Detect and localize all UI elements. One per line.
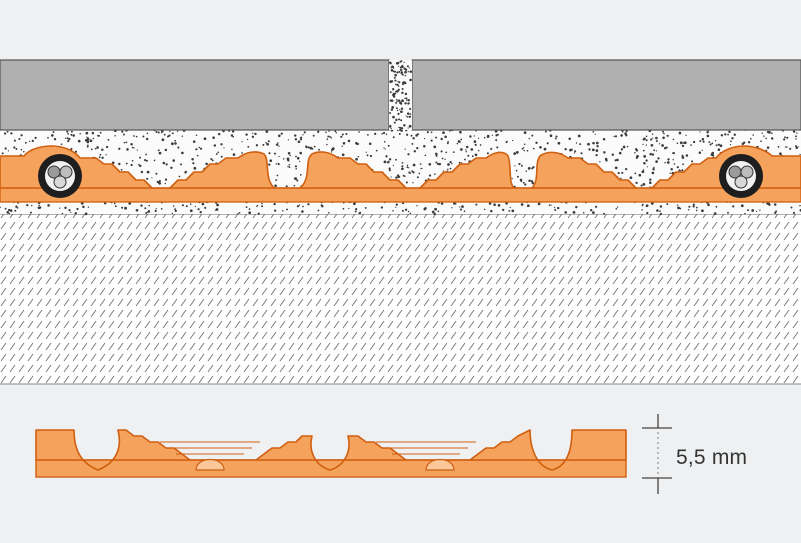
mat-profile	[0, 145, 801, 189]
tile-left	[0, 59, 390, 131]
detail-mat-profile	[35, 429, 627, 471]
tile-right	[411, 59, 801, 131]
thickness-dimension	[642, 414, 672, 494]
detail-section	[0, 388, 801, 538]
mat-base-band	[0, 187, 801, 203]
tile-layer	[0, 59, 801, 131]
detail-inner-steps	[160, 441, 476, 455]
top-background	[0, 0, 801, 60]
heating-cable-right	[719, 154, 763, 198]
heating-cable-left	[38, 154, 82, 198]
thickness-label: 5,5 mm	[676, 446, 748, 469]
substrate-layer	[0, 213, 801, 385]
detail-bump-left	[195, 458, 225, 471]
detail-bump-right	[425, 458, 455, 471]
grout-speckles	[389, 60, 413, 132]
heating-mat-layer	[0, 145, 801, 203]
